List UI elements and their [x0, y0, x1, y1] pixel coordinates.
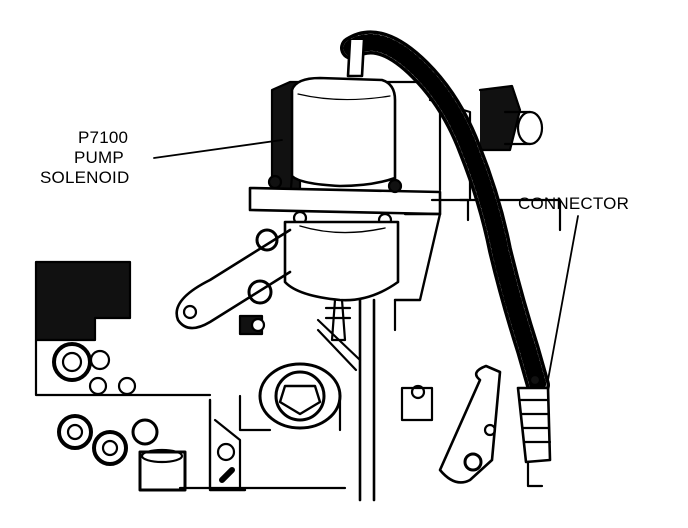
- harness-connector: [516, 373, 552, 488]
- wiring-harness: [340, 30, 550, 397]
- right-bracket: [393, 198, 470, 332]
- pump-solenoid: [288, 76, 402, 204]
- lower-left-block: [178, 398, 347, 492]
- callout-leaders: [153, 139, 579, 381]
- governor-shaft: [316, 298, 376, 502]
- solenoid-callout-line-2: PUMP: [74, 148, 124, 167]
- solenoid-callout: P7100 PUMP SOLENOID: [40, 128, 129, 188]
- left-mounting-plate: [34, 260, 212, 397]
- solenoid-leader-line: [153, 139, 283, 159]
- solenoid-callout-line-1: P7100: [78, 128, 129, 147]
- connector-leader-line: [547, 215, 579, 381]
- solenoid-callout-line-3: SOLENOID: [40, 168, 130, 187]
- support-arm: [175, 228, 292, 336]
- connector-callout: CONNECTOR: [518, 194, 630, 213]
- solenoid-cup: [283, 220, 400, 342]
- throttle-lever: [400, 364, 502, 484]
- central-fitting: [238, 362, 342, 432]
- lower-left-bolts: [57, 414, 236, 492]
